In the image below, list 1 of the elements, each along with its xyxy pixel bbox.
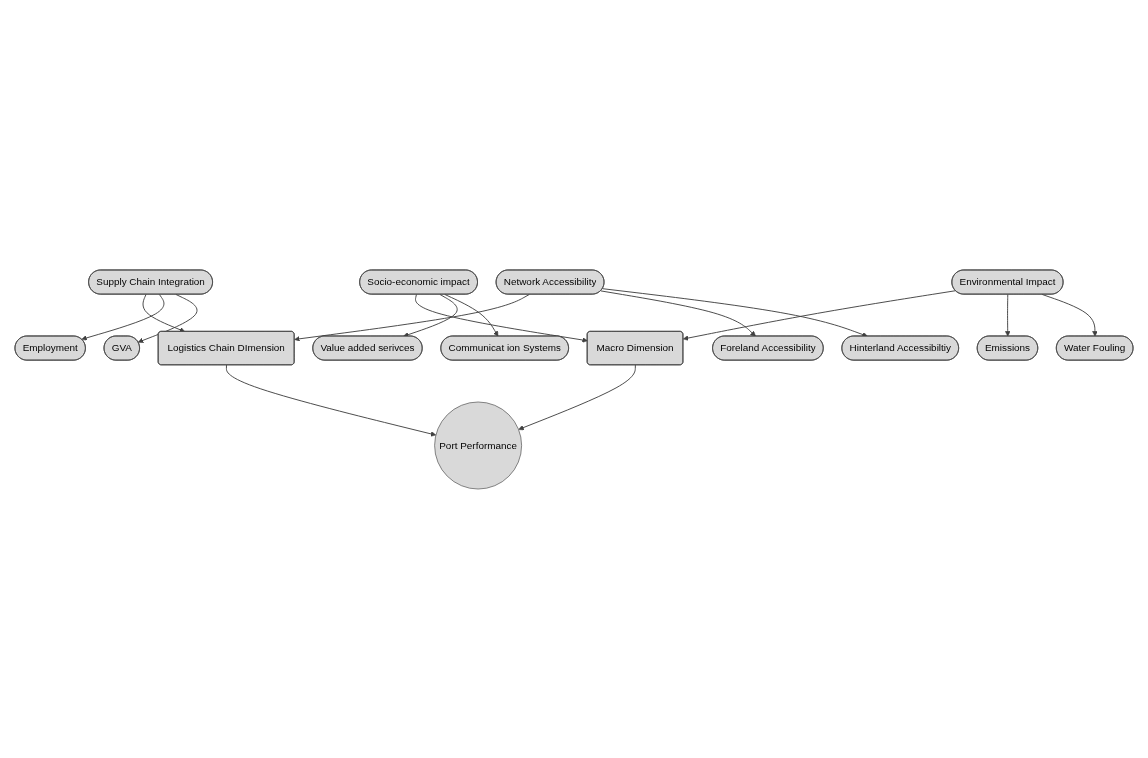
node-circle: Port Performance [434,401,522,489]
